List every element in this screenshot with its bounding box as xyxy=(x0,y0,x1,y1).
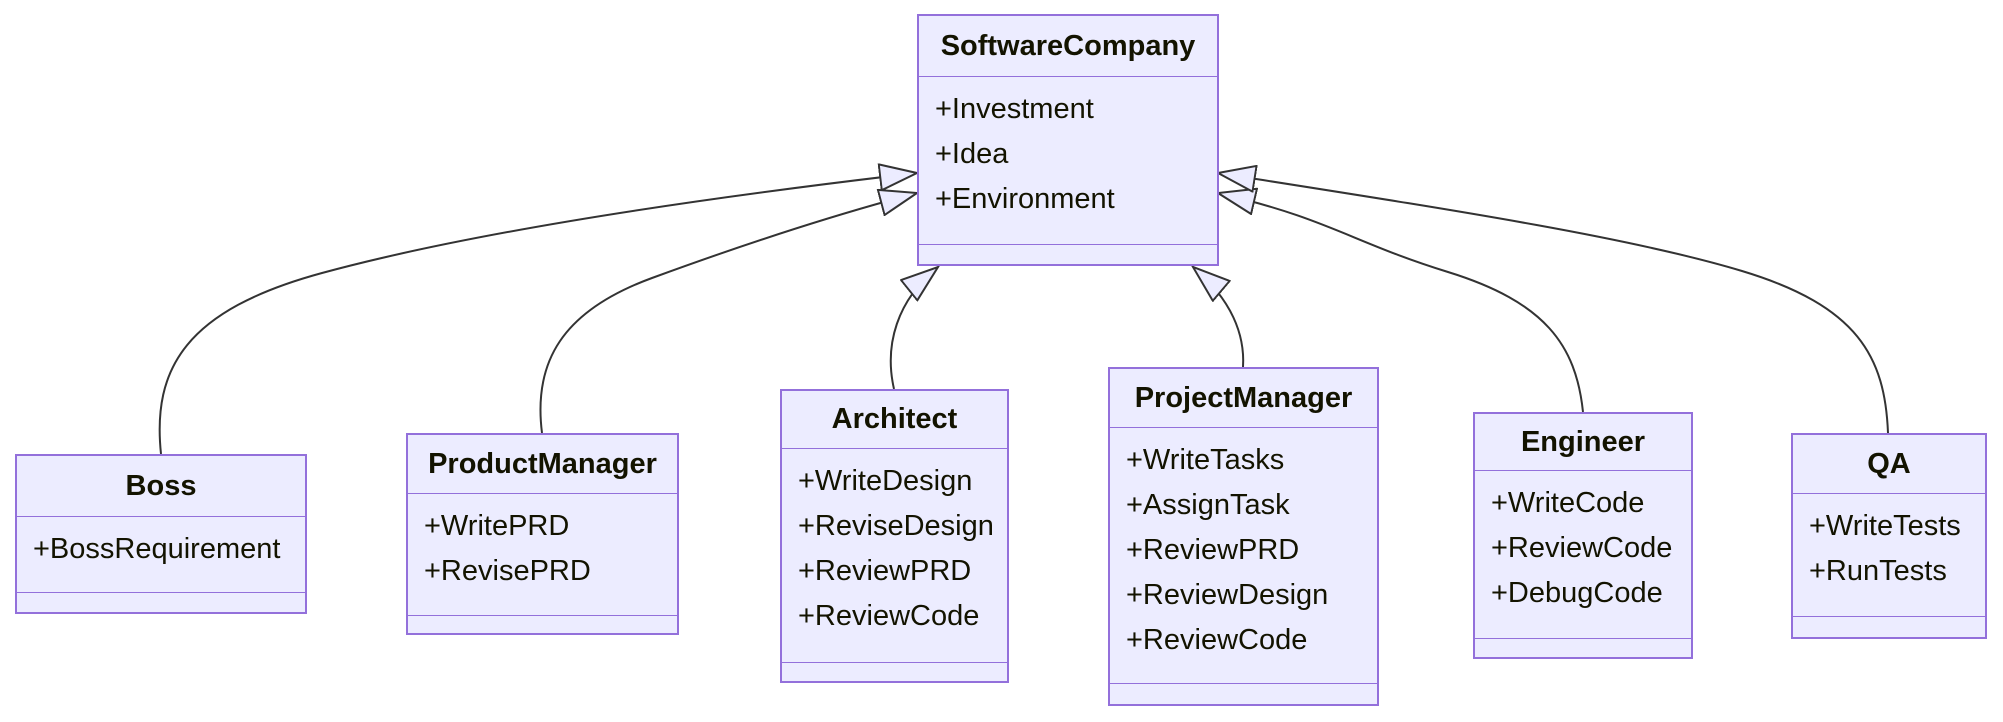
class-methods-empty xyxy=(408,616,677,633)
class-member: +ReviseDesign xyxy=(798,510,994,542)
class-member: +BossRequirement xyxy=(33,533,281,565)
class-member: +WriteDesign xyxy=(798,465,973,497)
class-title: SoftwareCompany xyxy=(919,16,1217,77)
class-members: +WritePRD +RevisePRD xyxy=(408,494,677,616)
class-members: +Investment +Idea +Environment xyxy=(919,77,1217,245)
class-methods-empty xyxy=(1475,639,1691,657)
class-productmanager: ProductManager +WritePRD +RevisePRD xyxy=(406,433,679,635)
class-member: +WriteTests xyxy=(1809,510,1961,542)
edge-productmanager-to-softwarecompany xyxy=(539,193,917,434)
class-member: +ReviewPRD xyxy=(798,555,972,587)
class-member: +DebugCode xyxy=(1491,577,1663,609)
class-title: Architect xyxy=(782,391,1007,449)
class-engineer: Engineer +WriteCode +ReviewCode +DebugCo… xyxy=(1473,412,1693,659)
class-member: +Investment xyxy=(935,93,1094,125)
class-member: +ReviewCode xyxy=(798,600,980,632)
class-softwarecompany: SoftwareCompany +Investment +Idea +Envir… xyxy=(917,14,1219,266)
class-boss: Boss +BossRequirement xyxy=(15,454,307,614)
class-member: +WriteTasks xyxy=(1126,444,1285,476)
class-methods-empty xyxy=(782,663,1007,681)
class-members: +WriteTasks +AssignTask +ReviewPRD +Revi… xyxy=(1110,428,1377,684)
class-methods-empty xyxy=(1110,684,1377,704)
class-members: +BossRequirement xyxy=(17,517,305,593)
class-title: ProductManager xyxy=(408,435,677,494)
edge-qa-to-softwarecompany xyxy=(1218,173,1889,434)
edge-architect-to-softwarecompany xyxy=(889,267,938,390)
class-title: Boss xyxy=(17,456,305,517)
class-methods-empty xyxy=(919,245,1217,264)
class-methods-empty xyxy=(1793,617,1985,637)
class-member: +RunTests xyxy=(1809,555,1947,587)
class-member: +RevisePRD xyxy=(424,555,591,587)
class-member: +WriteCode xyxy=(1491,487,1645,519)
class-member: +ReviewCode xyxy=(1126,624,1308,656)
class-member: +Idea xyxy=(935,138,1009,170)
class-members: +WriteTests +RunTests xyxy=(1793,494,1985,617)
class-member: +ReviewPRD xyxy=(1126,534,1300,566)
class-methods-empty xyxy=(17,593,305,612)
class-title: ProjectManager xyxy=(1110,369,1377,428)
edge-engineer-to-softwarecompany xyxy=(1218,193,1584,413)
class-member: +WritePRD xyxy=(424,510,570,542)
class-projectmanager: ProjectManager +WriteTasks +AssignTask +… xyxy=(1108,367,1379,706)
class-members: +WriteDesign +ReviseDesign +ReviewPRD +R… xyxy=(782,449,1007,663)
class-member: +AssignTask xyxy=(1126,489,1290,521)
edge-projectmanager-to-softwarecompany xyxy=(1193,267,1245,368)
class-member: +ReviewCode xyxy=(1491,532,1673,564)
class-architect: Architect +WriteDesign +ReviseDesign +Re… xyxy=(780,389,1009,683)
edge-boss-to-softwarecompany xyxy=(158,173,917,455)
class-title: Engineer xyxy=(1475,414,1691,471)
class-qa: QA +WriteTests +RunTests xyxy=(1791,433,1987,639)
class-members: +WriteCode +ReviewCode +DebugCode xyxy=(1475,471,1691,639)
class-title: QA xyxy=(1793,435,1985,494)
class-member: +Environment xyxy=(935,183,1115,215)
class-member: +ReviewDesign xyxy=(1126,579,1329,611)
